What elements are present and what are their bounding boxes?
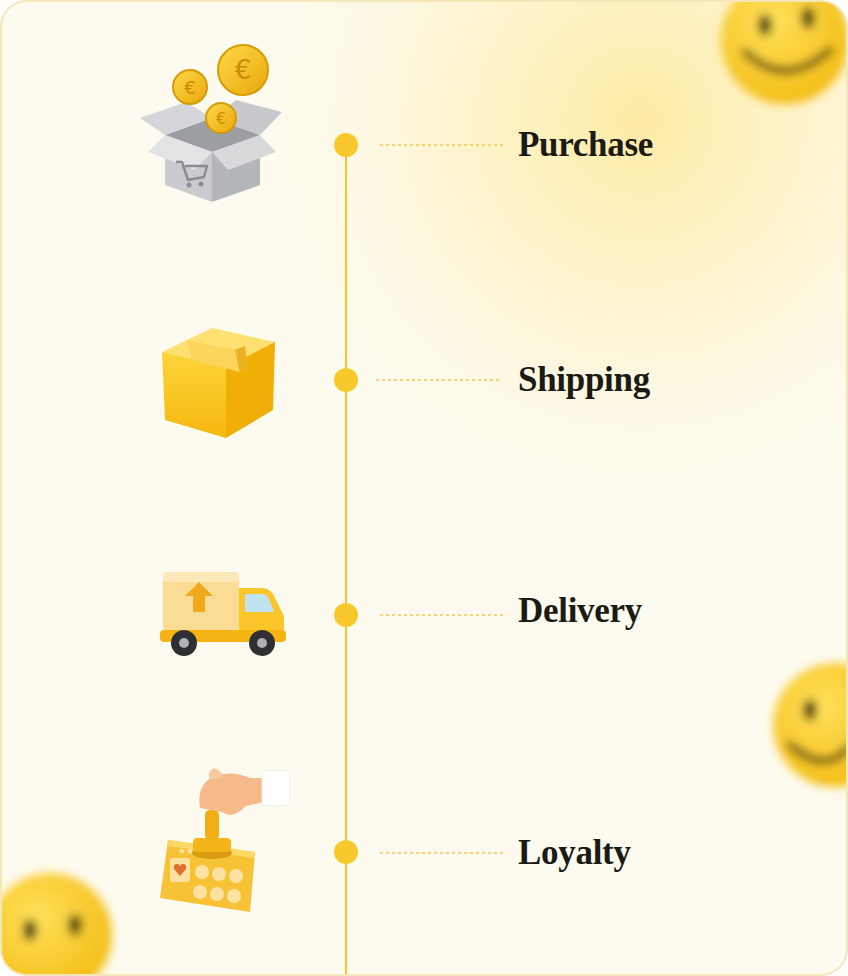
delivery-icon bbox=[160, 572, 286, 656]
stage-label: Delivery bbox=[518, 591, 642, 631]
stage-label: Loyalty bbox=[518, 833, 631, 873]
svg-text:€: € bbox=[216, 110, 226, 128]
svg-text:€: € bbox=[235, 55, 252, 85]
svg-text:★★: ★★ bbox=[178, 846, 194, 856]
stage-label: Purchase bbox=[518, 125, 653, 165]
svg-text:€: € bbox=[184, 77, 195, 98]
shipping-icon bbox=[162, 328, 275, 438]
stage-label: Shipping bbox=[518, 360, 650, 400]
loyalty-icon: ★★ bbox=[160, 768, 290, 912]
purchase-icon: € € € bbox=[140, 45, 282, 202]
